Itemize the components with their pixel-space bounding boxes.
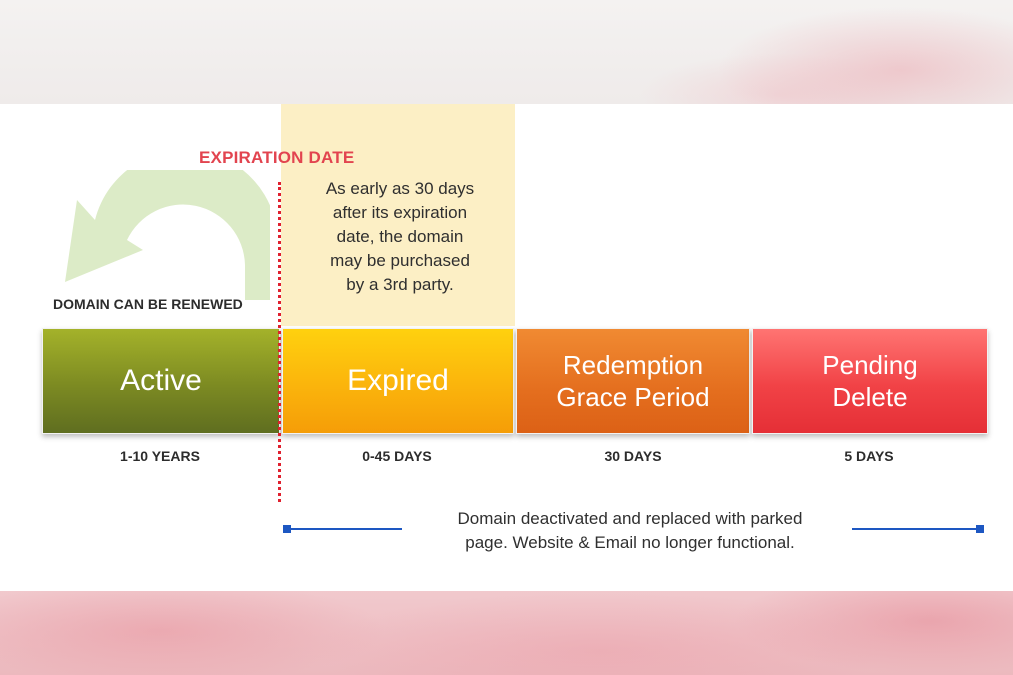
stage-active: Active	[42, 328, 280, 434]
expiration-date-marker-line	[278, 182, 281, 502]
stage-label: Redemption	[562, 350, 704, 380]
stage-label: Grace Period	[556, 382, 710, 412]
bottom-background-band	[0, 591, 1013, 675]
note-line: may be purchased	[330, 251, 470, 270]
stage-label: Delete	[832, 382, 908, 412]
expiration-date-label: EXPIRATION DATE	[199, 148, 355, 167]
stage-duration-active: 1-10 YEARS	[120, 448, 200, 464]
stage-duration-redemption: 30 DAYS	[604, 448, 662, 464]
note-line: after its expiration	[332, 203, 468, 222]
deactivation-note-line: page. Website & Email no longer function…	[465, 533, 795, 552]
note-line: date, the domain	[336, 227, 464, 246]
deactivation-note-line: Domain deactivated and replaced with par…	[457, 509, 803, 528]
note-line: by a 3rd party.	[346, 275, 454, 294]
stage-label: Pending	[822, 350, 918, 380]
curved-arrow-back-icon	[65, 170, 270, 300]
stage-duration-pending-delete: 5 DAYS	[844, 448, 894, 464]
stage-pending-delete: Pending Delete	[752, 328, 988, 434]
deactivation-range-line-right	[852, 528, 980, 530]
top-background-band	[0, 0, 1013, 104]
stage-expired: Expired	[282, 328, 514, 434]
deactivation-range-end-marker	[976, 525, 984, 533]
stage-duration-expired: 0-45 DAYS	[362, 448, 432, 464]
note-line: As early as 30 days	[325, 179, 475, 198]
domain-renewable-label: DOMAIN CAN BE RENEWED	[53, 296, 243, 312]
purchase-window-highlight	[281, 104, 515, 326]
deactivation-range-line-left	[287, 528, 402, 530]
third-party-purchase-note: As early as 30 days after its expiration…	[300, 177, 500, 297]
stage-label: Expired	[347, 364, 449, 397]
stage-label: Active	[120, 364, 202, 397]
deactivation-note: Domain deactivated and replaced with par…	[400, 507, 860, 555]
stage-redemption-grace-period: Redemption Grace Period	[516, 328, 750, 434]
